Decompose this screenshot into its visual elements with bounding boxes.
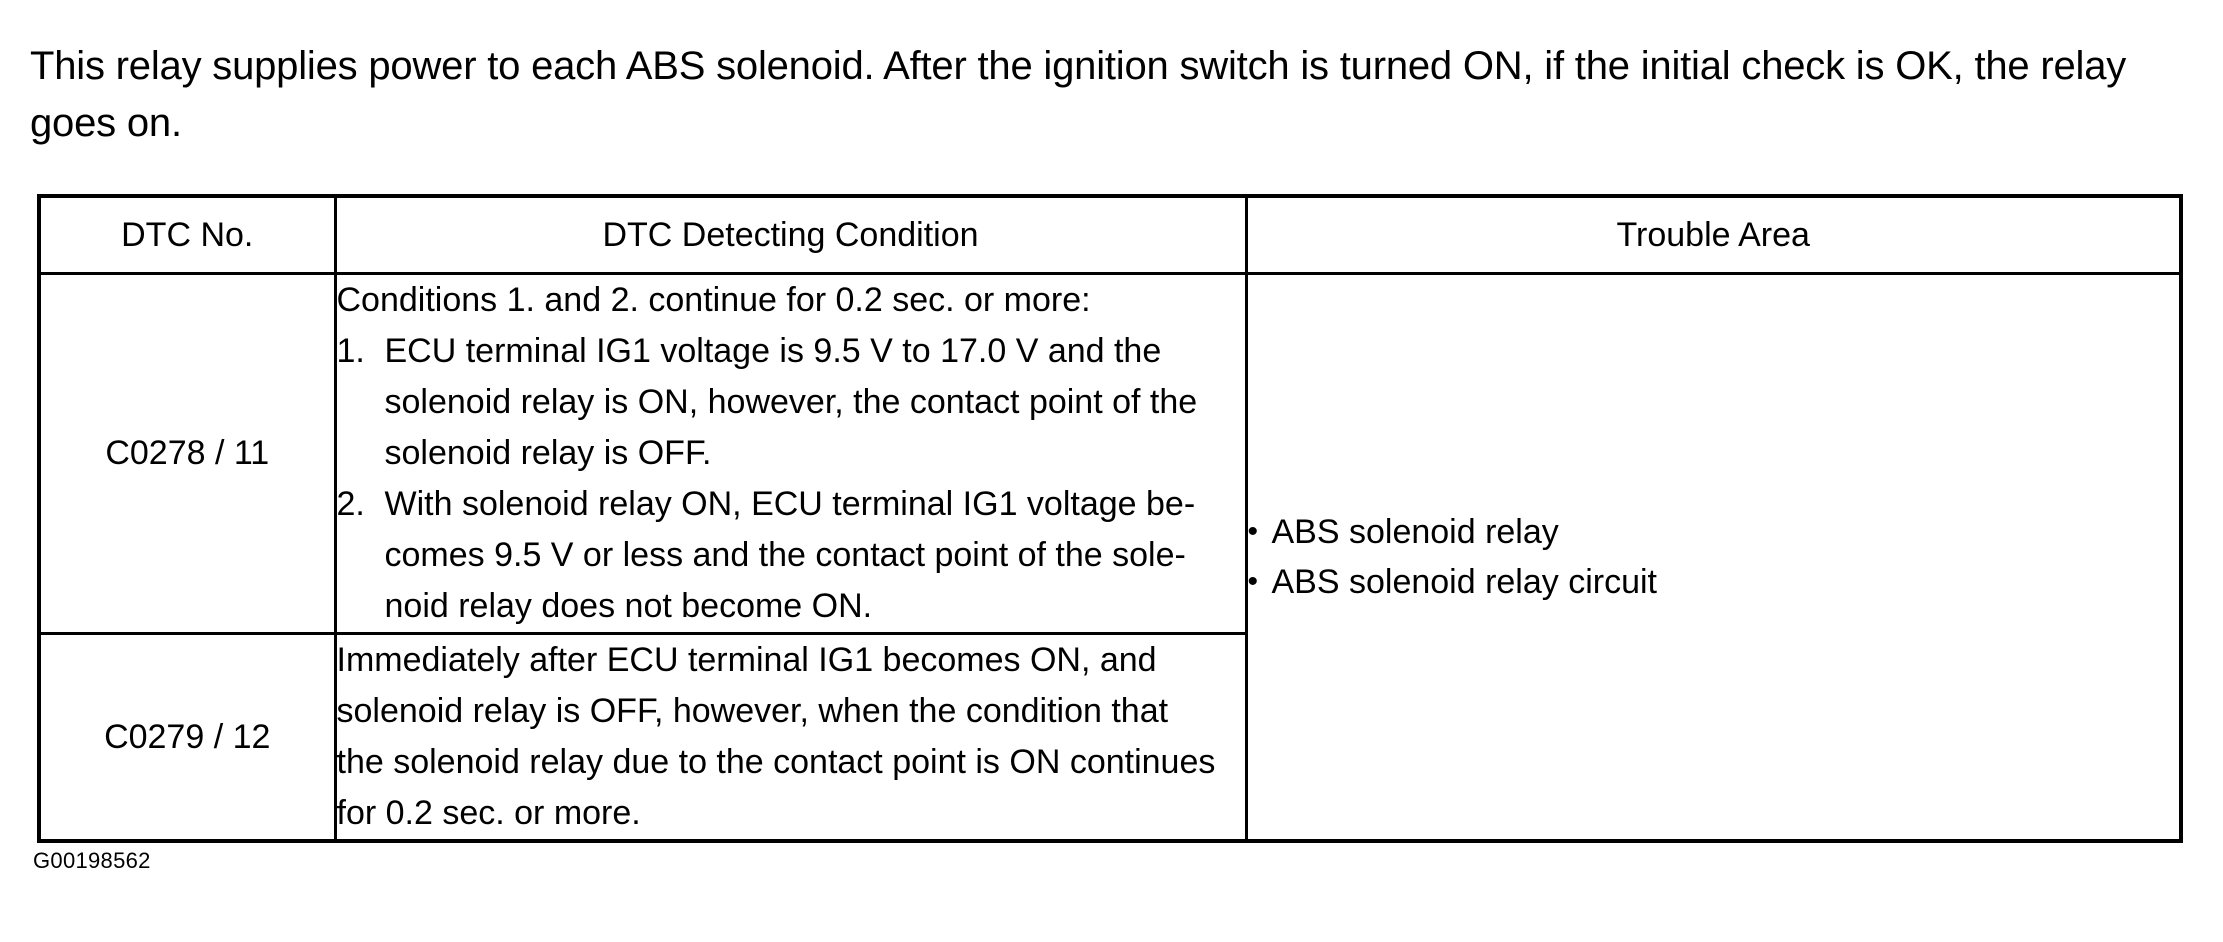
trouble-area-item-label: ABS solenoid relay (1271, 513, 1559, 551)
figure-code: G00198562 (33, 848, 151, 873)
bullet-icon: • (1247, 565, 1259, 598)
condition-line: Immediately after ECU terminal IG1 becom… (336, 641, 1157, 679)
header-trouble-area: Trouble Area (1244, 194, 2183, 275)
cell-detecting-condition: Immediately after ECU terminal IG1 becom… (333, 632, 1248, 843)
condition-item-marker: 2. (336, 485, 365, 523)
table-header-row: DTC No. DTC Detecting Condition Trouble … (37, 194, 2183, 275)
condition-lead-text: Conditions 1. and 2. continue for 0.2 se… (336, 281, 1091, 319)
table-row: C0278 / 11 Conditions 1. and 2. continue… (37, 272, 2183, 843)
trouble-area-list: • ABS solenoid relay • ABS solenoid rela… (1248, 507, 2180, 607)
condition-line: for 0.2 sec. or more. (336, 794, 641, 832)
cell-detecting-condition: Conditions 1. and 2. continue for 0.2 se… (333, 272, 1248, 635)
header-dtc-detecting-condition: DTC Detecting Condition (333, 194, 1248, 275)
condition-item-line: noid relay does not become ON. (384, 587, 873, 625)
condition-item: 1. ECU terminal IG1 voltage is 9.5 V to … (337, 326, 1245, 479)
cell-trouble-area: • ABS solenoid relay • ABS solenoid rela… (1244, 272, 2183, 843)
dtc-table: DTC No. DTC Detecting Condition Trouble … (37, 194, 2183, 843)
intro-line-1: This relay supplies power to each ABS so… (30, 44, 1885, 88)
condition-line: solenoid relay is OFF, however, when the… (336, 692, 1169, 730)
header-dtc-no: DTC No. (37, 194, 337, 275)
list-item: • ABS solenoid relay circuit (1248, 557, 2180, 607)
cell-dtc-no: C0279 / 12 (37, 632, 337, 843)
condition-item-line: solenoid relay is ON, however, the conta… (384, 383, 1198, 421)
condition-item-line: ECU terminal IG1 voltage is 9.5 V to 17.… (384, 332, 1162, 370)
condition-numbered-list: 1. ECU terminal IG1 voltage is 9.5 V to … (337, 326, 1245, 632)
condition-item: 2. With solenoid relay ON, ECU terminal … (337, 479, 1245, 632)
trouble-area-item-label: ABS solenoid relay circuit (1271, 563, 1658, 601)
intro-line-2: OK, the relay goes on. (30, 44, 2127, 145)
bullet-icon: • (1247, 515, 1259, 548)
condition-line: the solenoid relay due to the contact po… (336, 743, 1216, 781)
dtc-table-container: DTC No. DTC Detecting Condition Trouble … (37, 194, 2183, 843)
table-row: C0279 / 12 Immediately after ECU termina… (37, 632, 2181, 843)
dtc-table-header: DTC No. DTC Detecting Condition Trouble … (37, 194, 2183, 275)
dtc-table-body: C0278 / 11 Conditions 1. and 2. continue… (37, 272, 2183, 843)
condition-text: Immediately after ECU terminal IG1 becom… (337, 635, 1245, 839)
cell-dtc-no: C0278 / 11 (37, 272, 337, 635)
condition-item-line: With solenoid relay ON, ECU terminal IG1… (384, 485, 1196, 523)
condition-item-line: comes 9.5 V or less and the contact poin… (384, 536, 1186, 574)
condition-item-marker: 1. (336, 332, 365, 370)
intro-paragraph: This relay supplies power to each ABS so… (30, 38, 2205, 152)
list-item: • ABS solenoid relay (1248, 507, 2180, 557)
condition-item-line: solenoid relay is OFF. (384, 434, 712, 472)
